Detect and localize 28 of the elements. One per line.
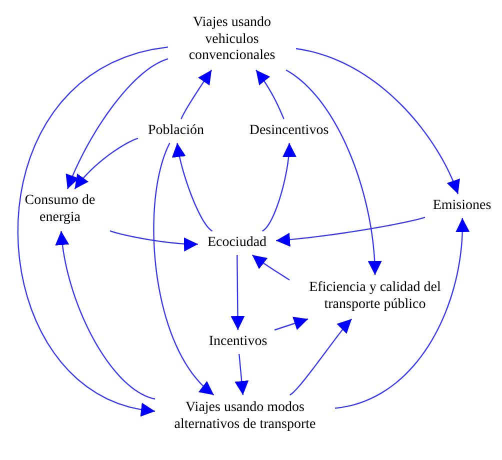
node-label: Viajes usando vehiculos convencionales xyxy=(188,14,276,66)
arrow xyxy=(180,70,212,120)
arrow xyxy=(290,318,352,396)
arrow xyxy=(153,142,214,396)
node-label: Viajes usando modos alternativos de transporte xyxy=(173,400,317,434)
node-label: Emisiones xyxy=(432,198,492,214)
arrow xyxy=(74,138,138,190)
node-label: Eficiencia y calidad del transporte público xyxy=(308,280,442,314)
arrow xyxy=(276,216,426,247)
arrow xyxy=(110,230,198,252)
arrow xyxy=(262,143,296,232)
arrow xyxy=(296,48,460,194)
arrow xyxy=(256,70,284,120)
node-label: Incentivos xyxy=(208,334,268,350)
node-label: Desincentivos xyxy=(249,122,329,140)
arrow xyxy=(66,58,168,190)
arrow xyxy=(17,46,168,417)
arrow xyxy=(252,254,290,280)
arrow xyxy=(334,218,470,409)
node-label: Consumo de energia xyxy=(24,193,96,227)
node-label: Ecociudad xyxy=(207,234,267,252)
arrow xyxy=(55,230,156,400)
arrow xyxy=(286,69,382,275)
node-label: Población xyxy=(148,122,204,140)
arrow xyxy=(230,255,245,330)
arrow xyxy=(172,142,213,232)
arrow xyxy=(274,316,308,331)
arrow xyxy=(234,354,249,396)
